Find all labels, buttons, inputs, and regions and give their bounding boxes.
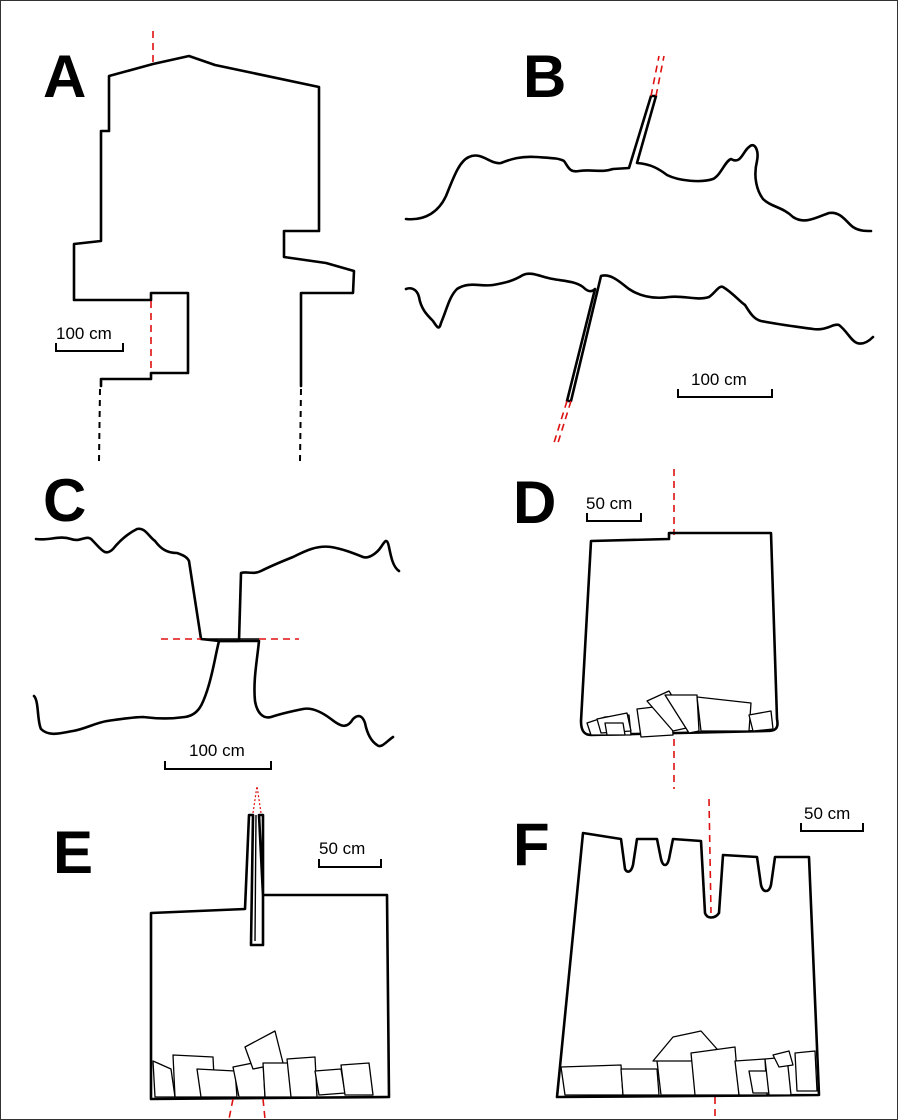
panel-e-scale-bar [318, 859, 382, 868]
panel-f-label: F [513, 811, 550, 878]
panel-f-scale-label: 50 cm [804, 804, 850, 823]
panel-d: D 50 cm [513, 469, 779, 789]
panel-d-block [604, 722, 626, 736]
panel-c-scale-bar [164, 761, 272, 770]
panel-e-label: E [53, 819, 93, 886]
panel-f-block [772, 1050, 794, 1068]
panel-e-scale-label: 50 cm [319, 839, 365, 858]
panel-b-upper-outline [404, 94, 873, 233]
panel-d-block [696, 696, 752, 732]
panel-c-label: C [43, 467, 86, 534]
panel-e-block [286, 1056, 318, 1098]
panel-c: C 100 cm [32, 467, 401, 770]
panel-c-scale-label: 100 cm [189, 741, 245, 760]
panel-b-lower-outline [404, 272, 875, 403]
panel-c-lower-outline [32, 639, 395, 748]
panel-a: A 100 cm [43, 31, 356, 462]
panel-d-rubble [586, 690, 774, 738]
panel-e-fracture-top-1 [252, 785, 258, 814]
panel-f: F 50 cm [513, 798, 864, 1119]
panel-e-block [314, 1068, 346, 1096]
panel-b-label: B [523, 43, 566, 110]
panel-b-fracture-top-1 [650, 55, 660, 97]
panel-e-block [196, 1068, 238, 1098]
panel-a-scale-bar [55, 343, 124, 352]
panel-e-block [152, 1060, 176, 1098]
panel-a-scale-label: 100 cm [56, 324, 112, 343]
panel-e-fracture-top-2 [256, 785, 262, 814]
panel-a-label: A [43, 43, 86, 110]
panel-c-upper-outline [34, 527, 401, 643]
panel-b-scale-label: 100 cm [691, 370, 747, 389]
panel-e-rubble [152, 1030, 374, 1098]
panel-d-block [664, 694, 700, 734]
panel-d-block [748, 710, 774, 732]
panel-f-block [690, 1046, 740, 1096]
panel-f-block [794, 1050, 818, 1092]
panel-e-fracture-bottom-1 [228, 1098, 234, 1119]
panel-b: B 100 cm [404, 43, 875, 447]
panel-f-block [620, 1068, 660, 1096]
panel-d-outline [579, 531, 779, 737]
panel-f-scale-bar [800, 823, 864, 832]
panel-f-block [560, 1064, 624, 1096]
panel-b-fracture-bottom-1 [552, 400, 568, 447]
panel-b-fracture-top-2 [655, 55, 665, 97]
panel-e-block [340, 1062, 374, 1096]
panel-d-scale-label: 50 cm [586, 494, 632, 513]
panel-a-right-continuation [299, 388, 302, 462]
panel-b-fracture-bottom-2 [556, 400, 572, 447]
panel-e-outline [149, 813, 391, 1101]
panel-b-scale-bar [677, 389, 773, 398]
panel-f-rubble [560, 1030, 818, 1096]
panel-f-fracture-top [708, 798, 712, 914]
panel-a-outline [72, 54, 356, 388]
panel-e-fracture-bottom-2 [262, 1098, 266, 1119]
panel-a-left-continuation [98, 388, 101, 462]
panel-f-outline [555, 831, 821, 1099]
panel-d-scale-bar [586, 513, 642, 522]
panel-d-label: D [513, 469, 556, 536]
panel-e: E 50 cm [53, 785, 391, 1119]
panel-e-shaft-inner [254, 814, 257, 942]
